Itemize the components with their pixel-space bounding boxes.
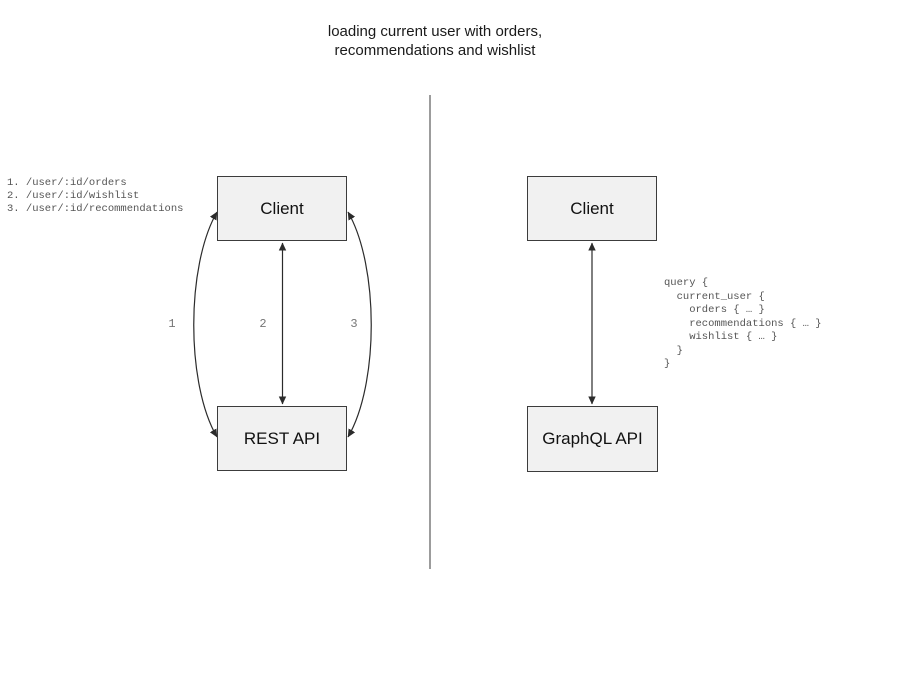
arrow-label-2: 2 [259, 317, 267, 331]
rest-api-box: REST API [217, 406, 347, 471]
client-box-rest: Client [217, 176, 347, 241]
arrow-label-1: 1 [168, 317, 176, 331]
arrow-label-3: 3 [350, 317, 358, 331]
client-box-graphql: Client [527, 176, 657, 241]
endpoint-line: 1. /user/:id/orders [7, 177, 127, 189]
query-line: } [664, 344, 683, 357]
query-line: orders { … } [664, 304, 765, 316]
node-label: REST API [243, 428, 321, 448]
node-label: GraphQL API [542, 429, 643, 448]
rest-arrow-orders-curve [193, 211, 218, 438]
query-line: recommendations { … } [664, 317, 822, 330]
query-line: current_user { [664, 290, 765, 303]
endpoints-list: 1. /user/:id/orders 2. /user/:id/wishlis… [7, 177, 183, 216]
query-line: wishlist { … } [664, 331, 778, 343]
node-label: Client [570, 198, 614, 218]
query-code-block: query { current_user { orders { … } reco… [664, 277, 822, 372]
query-line: } [664, 358, 671, 370]
diagram-title: loading current user with orders, recomm… [327, 23, 543, 59]
query-line: query { [664, 277, 709, 289]
endpoint-line: 3. /user/:id/recommendations [7, 203, 184, 215]
endpoint-line: 2. /user/:id/wishlist [7, 190, 140, 202]
node-label: Client [260, 198, 304, 218]
graphql-api-box: GraphQL API [527, 406, 658, 472]
